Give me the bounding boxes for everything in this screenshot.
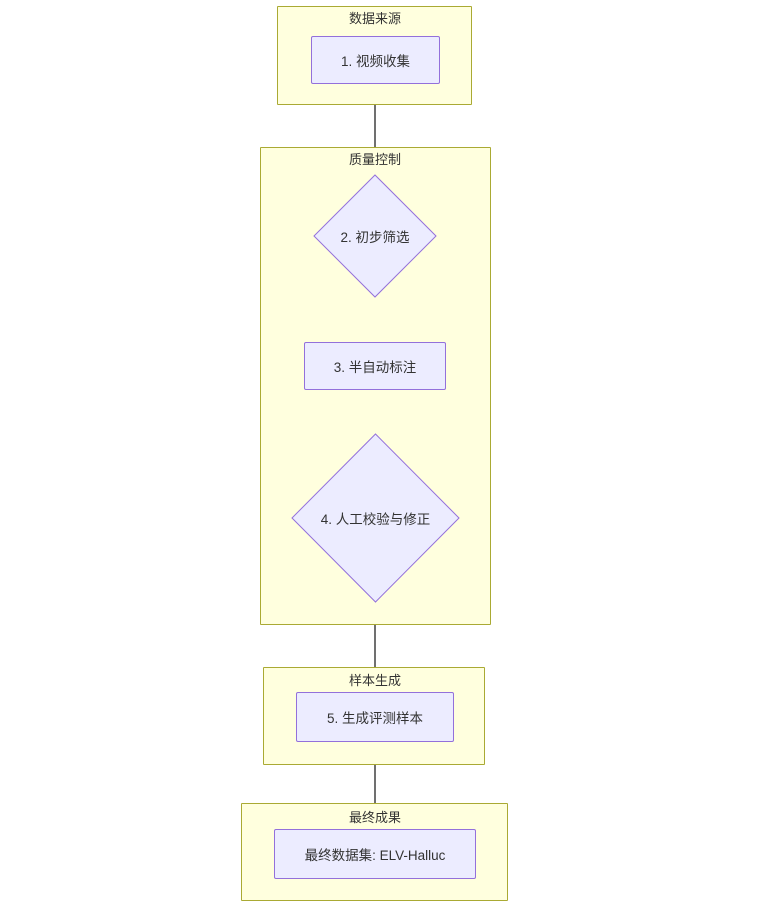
- node-manual-verification[interactable]: 4. 人工校验与修正: [291, 433, 460, 603]
- node-initial-screening[interactable]: 2. 初步筛选: [313, 174, 437, 298]
- node-label: 5. 生成评测样本: [326, 711, 423, 726]
- node-final-dataset[interactable]: 最终数据集: ELV-Halluc: [274, 829, 476, 879]
- node-label: 3. 半自动标注: [333, 360, 417, 375]
- node-video-collection[interactable]: 1. 视频收集: [311, 36, 440, 84]
- cluster-label-quality-control: 质量控制: [348, 152, 402, 167]
- node-label: 最终数据集: ELV-Halluc: [304, 848, 446, 863]
- cluster-label-sample-generation: 样本生成: [348, 673, 402, 688]
- node-label: 2. 初步筛选: [340, 230, 410, 245]
- cluster-label-final-result: 最终成果: [348, 810, 402, 825]
- node-generate-eval-samples[interactable]: 5. 生成评测样本: [296, 692, 454, 742]
- node-label: 4. 人工校验与修正: [320, 512, 431, 527]
- node-label: 1. 视频收集: [340, 54, 410, 69]
- cluster-label-data-source: 数据来源: [348, 11, 402, 26]
- node-semi-auto-annotation[interactable]: 3. 半自动标注: [304, 342, 446, 390]
